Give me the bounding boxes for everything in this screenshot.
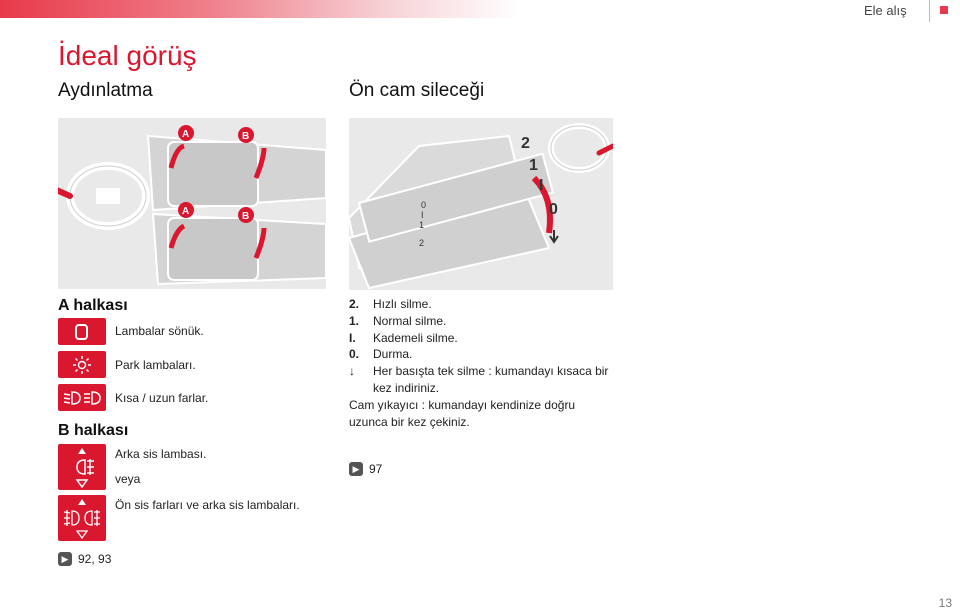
list-item: 0.Durma. [349, 347, 413, 362]
list-item: ↓Her basışta tek silme : kumandayı kısac… [349, 364, 609, 395]
page-link-icon: ▶ [349, 462, 363, 476]
wiper-stalk-illustration: 2 1 I 0 2 1 I 0 [347, 118, 616, 290]
position-label-1: 1 [529, 157, 538, 174]
position-label-2: 2 [521, 135, 530, 152]
wiper-page-reference[interactable]: ▶ 97 [349, 462, 382, 476]
upper-stalk: A B [146, 125, 327, 212]
wiper-subtitle: Ön cam sileceği [349, 80, 485, 101]
steering-wheel-icon [548, 123, 616, 173]
lighting-page-reference[interactable]: ▶ 92, 93 [58, 552, 111, 566]
header-divider [929, 0, 930, 22]
lighting-ref-text: 92, 93 [78, 552, 112, 566]
rear-fog-icon [58, 444, 106, 490]
chapter-marker-icon [940, 6, 948, 14]
diagram-label-a2: A [182, 206, 189, 217]
dipped-main-beam-icon [58, 384, 106, 411]
lighting-subtitle: Aydınlatma [58, 80, 153, 101]
list-item: 1.Normal silme. [349, 313, 447, 328]
diagram-label-b1: B [242, 131, 249, 142]
washer-note: Cam yıkayıcı : kumandayı kendinize doğru… [349, 397, 576, 429]
ring-a-heading: A halkası [58, 297, 128, 314]
steering-wheel-icon [49, 162, 150, 230]
list-item: 2.Hızlı silme. [349, 297, 432, 311]
lower-stalk: A B [151, 202, 327, 286]
diagram-label-b2: B [242, 211, 249, 222]
page-link-icon: ▶ [58, 552, 72, 566]
position-labels: 2 1 I 0 [521, 135, 559, 244]
position-label-0: 0 [549, 201, 558, 218]
wiper-stalk: 2 1 I 0 [347, 134, 555, 290]
stalk-label-2: 2 [419, 238, 424, 248]
down-arrow-icon [549, 230, 559, 244]
parking-lights-label: Park lambaları. [115, 358, 196, 372]
stalk-label-0: 0 [421, 200, 426, 210]
rear-fog-label: Arka sis lambası. [115, 447, 207, 461]
stalk-label-i: I [421, 210, 424, 220]
list-item: I.Kademeli silme. [349, 330, 458, 345]
wiper-ref-text: 97 [369, 462, 383, 476]
illustration-separator [58, 289, 326, 290]
chapter-label: Ele alış [864, 3, 907, 18]
dipped-main-beam-label: Kısa / uzun farlar. [115, 391, 209, 405]
page-number: 13 [938, 596, 952, 610]
header-accent-bar [0, 0, 520, 18]
ring-b-heading: B halkası [58, 422, 129, 439]
lighting-stalk-illustration: A B A B [49, 118, 327, 290]
front-rear-fog-icon [58, 495, 106, 541]
page-title: İdeal görüş [58, 40, 197, 71]
parking-lights-icon [58, 351, 106, 378]
lights-off-label: Lambalar sönük. [115, 324, 204, 338]
stalk-label-1: 1 [419, 220, 424, 230]
position-label-i: I [539, 177, 543, 194]
diagram-label-a1: A [182, 129, 189, 140]
wiper-positions-list: 2.Hızlı silme. 1.Normal silme. I.Kademel… [349, 296, 613, 430]
or-label: veya [115, 472, 141, 486]
front-rear-fog-label: Ön sis farları ve arka sis lambaları. [115, 498, 300, 512]
lights-off-icon [58, 318, 106, 345]
